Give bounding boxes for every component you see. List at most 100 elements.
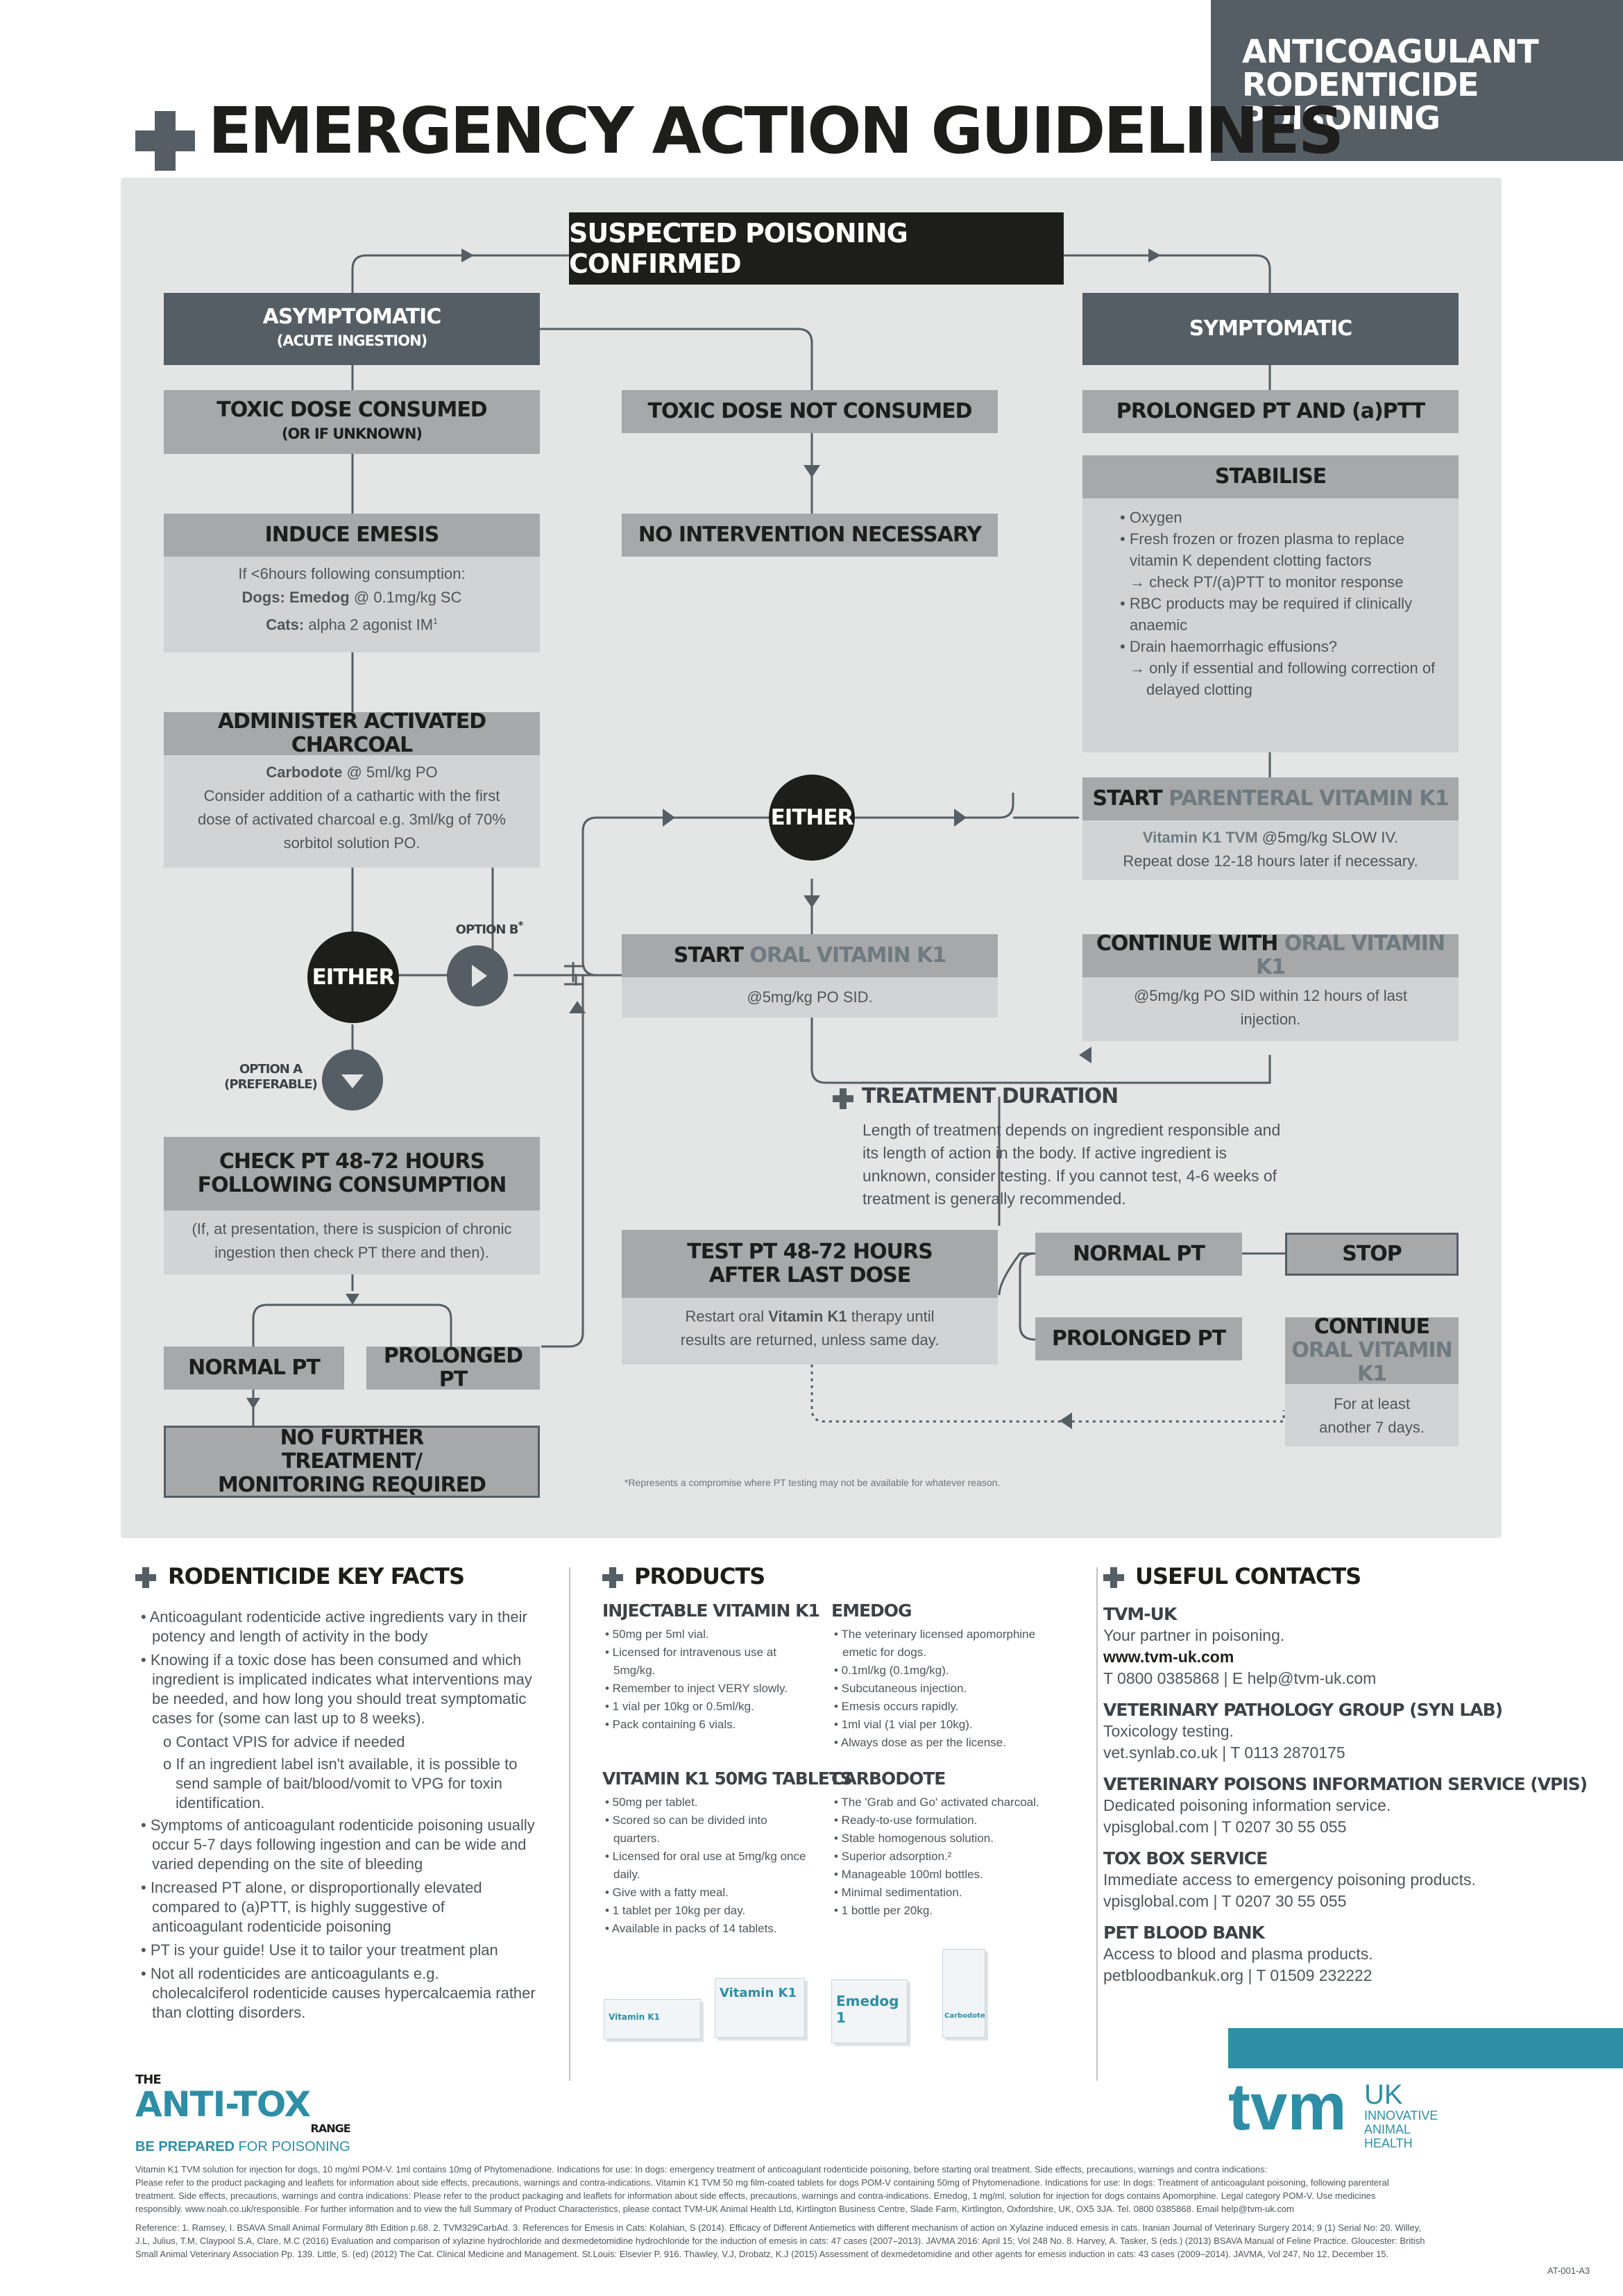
toxic-consumed-sublabel: (OR IF UNKNOWN) [281,425,423,442]
either-circle-left: EITHER [307,931,399,1023]
carb-item: • Minimal sedimentation. [834,1886,962,1899]
suspected-poisoning-box: SUSPECTED POISONING CONFIRMED [569,212,1064,285]
contact-line[interactable]: vet.synlab.co.uk | T 0113 2870175 [1103,1744,1345,1762]
facts-item: o If an ingredient label isn't available… [163,1755,518,1812]
carb-item: • Manageable 100ml bottles. [834,1868,983,1881]
legal-line: Please refer to the product packaging an… [135,2177,1389,2188]
tab-item: • Scored so can be divided into quarters… [605,1814,767,1845]
charcoal-header: ADMINISTER ACTIVATED CHARCOAL [164,710,540,757]
induce-emesis-header: INDUCE EMESIS [164,514,540,557]
test-pt-header: TEST PT 48-72 HOURS AFTER LAST DOSE [622,1230,998,1298]
emedog-item: • Emesis occurs rapidly. [834,1700,959,1713]
cross-icon [1103,1567,1124,1588]
contact-heading: PET BLOOD BANK [1103,1923,1265,1943]
test-pt-body: Restart oral Vitamin K1 therapy until re… [622,1298,998,1365]
emesis-cats-line: Cats: alpha 2 agonist IM1 [164,609,540,636]
play-arrow-icon [472,965,487,987]
key-facts-list: • Anticoagulant rodenticide active ingre… [137,1607,539,2027]
continue-oral-dose: @5mg/kg PO SID within 12 hours of last i… [1082,977,1459,1041]
emesis-dogs-line: Dogs: Emedog @ 0.1mg/kg SC [164,586,540,609]
carbodote-pack: Carbodote [942,1949,985,2038]
antitox-name: ANTI-TOX [135,2084,311,2125]
carb-item: • 1 bottle per 20kg. [834,1904,933,1917]
topic-banner: ANTICOAGULANT RODENTICIDE POISONING [1211,0,1623,161]
emedog-item: • The veterinary licensed apomorphine em… [834,1628,1036,1659]
be-prepared-line: BE PREPARED FOR POISONING [135,2139,350,2155]
parenteral-title: START PARENTERAL VITAMIN K1 [1092,787,1449,811]
option-b-asterisk: * [518,919,523,931]
pack-label: Carbodote [944,2012,985,2020]
asymptomatic-label: ASYMPTOMATIC [262,305,442,329]
facts-item: o Contact VPIS for advice if needed [163,1733,405,1750]
option-a-node [322,1049,383,1111]
oral-vitamin-k1-header: START ORAL VITAMIN K1 [622,934,998,977]
contact-heading: VETERINARY PATHOLOGY GROUP (SYN LAB) [1103,1700,1503,1720]
vitamin-k1-injection-pack: Vitamin K1 [715,1978,805,2038]
parenteral-dose: @5mg/kg SLOW IV. [1261,829,1399,846]
contact-desc: Immediate access to emergency poisoning … [1103,1871,1476,1889]
contacts-list: TVM-UK Your partner in poisoning. www.tv… [1103,1594,1589,1986]
legal-line: responsibly. www.noah.co.uk/responsible.… [135,2204,1295,2214]
inj-item: • Pack containing 6 vials. [605,1718,736,1731]
stabilise-subitem: → check PT/(a)PTT to monitor response [1130,573,1404,591]
either-circle-top: EITHER [769,775,855,861]
contact-line[interactable]: petbloodbankuk.org | T 01509 232222 [1103,1966,1373,1984]
contact-line[interactable]: vpisglobal.com | T 0207 30 55 055 [1103,1818,1347,1836]
footnote: *Represents a compromise where PT testin… [624,1477,1001,1488]
contact-link[interactable]: www.tvm-uk.com [1103,1648,1234,1666]
option-b-text: OPTION B [455,922,519,937]
stabilise-item: • Oxygen [1120,509,1182,526]
divider [1096,1567,1098,2081]
continue-title: CONTINUE WITH ORAL VITAMIN K1 [1082,932,1459,979]
carbodote-name: Carbodote [266,763,343,781]
charcoal-dose-line: Carbodote @ 5ml/kg PO [192,761,512,784]
emedog-title: EMEDOG [831,1601,912,1621]
page-title: EMERGENCY ACTION GUIDELINES [208,94,1344,168]
topic-line-1: ANTICOAGULANT [1242,33,1539,70]
carbodote-dose: @ 5ml/kg PO [346,763,438,781]
parenteral-vitamin-k1-header: START PARENTERAL VITAMIN K1 [1082,777,1459,820]
tvm-uk: UK [1364,2079,1403,2110]
contact-line[interactable]: vpisglobal.com | T 0207 30 55 055 [1103,1892,1347,1910]
check-pt-header: CHECK PT 48-72 HOURS FOLLOWING CONSUMPTI… [164,1137,540,1210]
prolonged-pt-aptt-box: PROLONGED PT AND (a)PTT [1082,390,1459,433]
pack-label: Emedog 1 [836,1993,899,2026]
cross-icon [135,1567,156,1588]
stabilise-subitem: → only if essential and following correc… [1130,659,1436,698]
contact-heading: TOX BOX SERVICE [1103,1848,1268,1868]
legal-line: treatment. Side effects, precautions, wa… [135,2191,1376,2201]
test-pt-product: Vitamin K1 [768,1308,847,1325]
down-arrow-icon [341,1074,364,1088]
option-a-text: OPTION A [239,1062,303,1077]
stabilise-body: • Oxygen • Fresh frozen or frozen plasma… [1082,498,1459,752]
emedog-pack: Emedog 1 [831,1980,908,2043]
cross-icon [833,1088,853,1109]
emedog-item: • Subcutaneous injection. [834,1682,967,1695]
divider [569,1567,570,2081]
continue2-a: CONTINUE [1314,1315,1430,1339]
option-b-node [447,945,508,1006]
tab-item: • Available in packs of 14 tablets. [605,1922,777,1935]
prolonged-pt-box-right: PROLONGED PT [1035,1317,1242,1360]
symptomatic-box: SYMPTOMATIC [1082,293,1459,365]
tvm-wordmark: tvm [1228,2070,1347,2144]
cats-treatment: alpha 2 agonist IM [308,616,434,634]
for-poisoning: FOR POISONING [235,2139,350,2154]
option-b-label: OPTION B* [448,918,531,938]
parenteral-repeat: Repeat dose 12-18 hours later if necessa… [1123,852,1418,870]
topic-line-2: RODENTICIDE [1242,66,1479,103]
reference-line: J.L, Julius, T.M, Claypool S.A, Clare, M… [135,2236,1425,2246]
contact-heading: TVM-UK [1103,1604,1177,1624]
contact-desc: Toxicology testing. [1103,1722,1234,1740]
parenteral-dose-line: Vitamin K1 TVM @5mg/kg SLOW IV. [1082,826,1459,850]
emedog-item: • 0.1ml/kg (0.1mg/kg). [834,1664,949,1677]
facts-item: • Knowing if a toxic dose has been consu… [141,1651,532,1727]
oral-title-b: ORAL VITAMIN K1 [749,943,946,968]
no-intervention-box: NO INTERVENTION NECESSARY [622,514,998,557]
carb-item: • The 'Grab and Go' activated charcoal. [834,1796,1039,1809]
reference-line: Reference: 1. Ramsey, I. BSAVA Small Ani… [135,2222,1421,2233]
contact-desc: Dedicated poisoning information service. [1103,1796,1391,1814]
cross-icon [135,111,195,171]
dogs-label: Dogs: [241,589,285,606]
injectable-k1-list: • 50mg per 5ml vial.• Licensed for intra… [602,1626,817,1734]
